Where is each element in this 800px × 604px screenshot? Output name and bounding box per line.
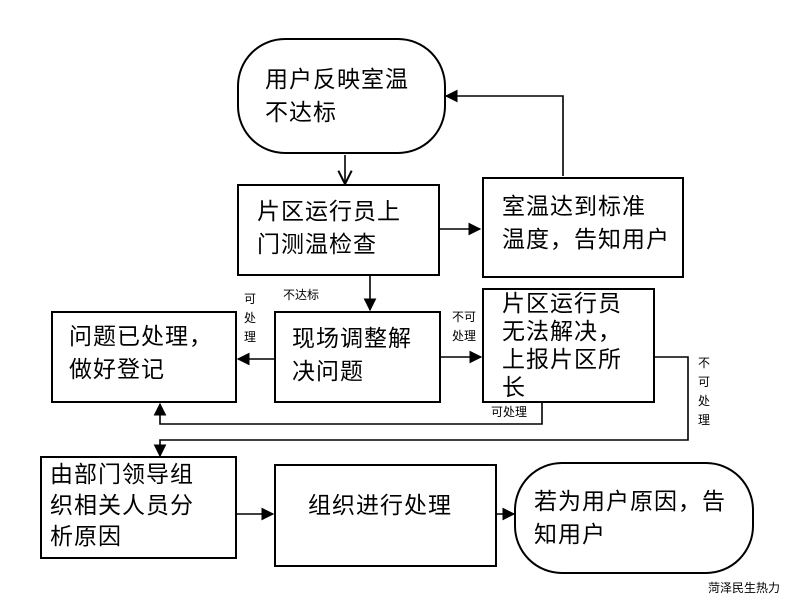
watermark: 菏泽民生热力 [708,581,781,595]
node-dept-analysis: 由部门领导组 织相关人员分 析原因 [40,456,237,559]
label-cannot-handle-2: 不 可 处 理 [697,356,710,427]
node-handled-record: 问题已处理， 做好登记 [51,311,237,403]
label-can-handle-1: 可 处 理 [243,292,256,344]
node-start: 用户反映室温 不达标 [237,38,446,154]
node-user-cause: 若为用户原因，告 知用户 [514,462,754,574]
label-not-meet: 不达标 [283,288,320,302]
edge-tempok-to-start [444,89,564,176]
edge-report-to-handled [153,402,543,425]
node-onsite-fix: 现场调整解 决问题 [274,311,441,403]
node-organize: 组织进行处理 [274,464,497,567]
label-cannot-handle-1: 不可 处理 [452,310,477,343]
edge-report-to-dept [153,356,689,458]
node-report: 片区运行员 无法解决， 上报片区所 长 [482,288,655,403]
node-inspect: 片区运行员上 门测温检查 [237,184,440,276]
label-can-handle-2: 可处理 [491,405,528,419]
node-temp-ok: 室温达到标准 温度，告知用户 [482,177,684,278]
